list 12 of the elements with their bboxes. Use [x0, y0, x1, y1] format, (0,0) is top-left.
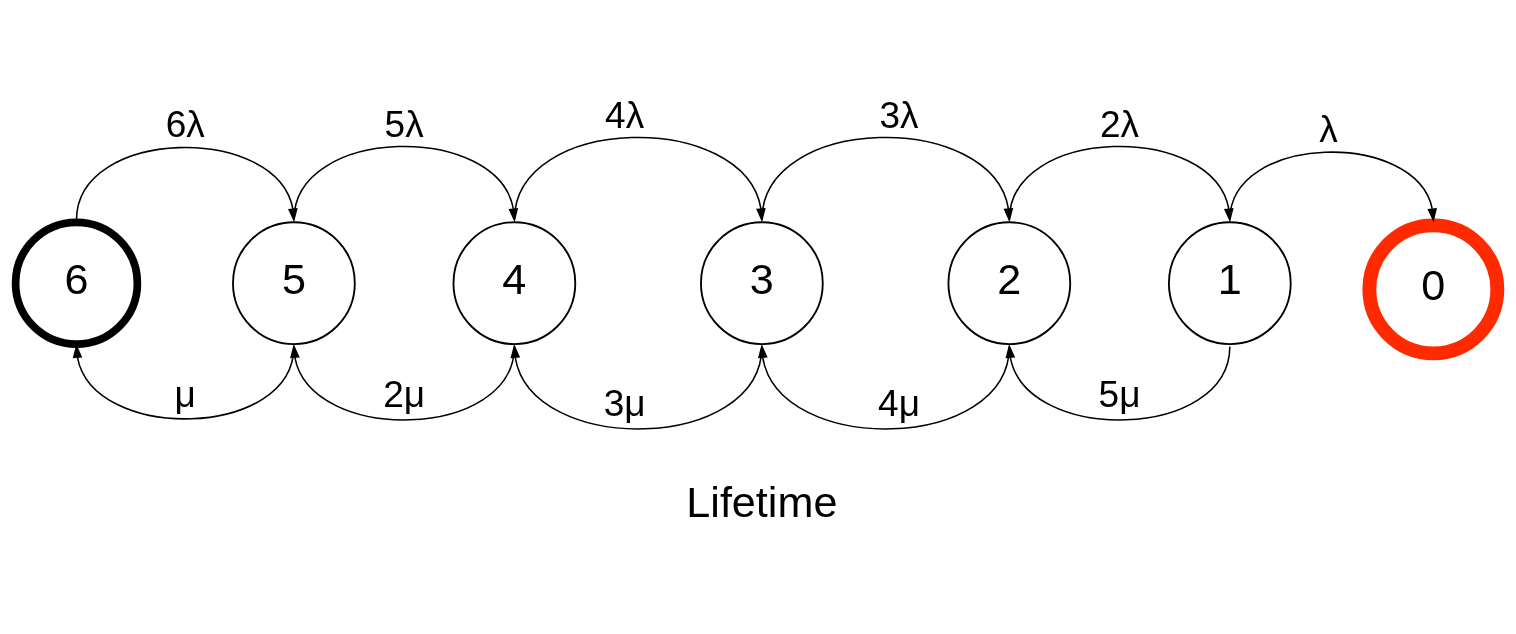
edge-label: 5μ — [1098, 373, 1141, 415]
edge-label: 4λ — [605, 94, 645, 136]
label: Lifetime — [686, 477, 838, 526]
edge-label: 5λ — [384, 103, 424, 145]
edge-label: 6λ — [165, 103, 205, 145]
edge-label: 2λ — [1100, 103, 1140, 145]
edge-label: 3λ — [879, 94, 919, 136]
edge-label: 4μ — [878, 382, 921, 424]
edge-label: 2μ — [383, 373, 426, 415]
edge-label: 3μ — [603, 382, 646, 424]
edge-label: μ — [174, 373, 196, 415]
edge-label: λ — [1319, 108, 1338, 150]
